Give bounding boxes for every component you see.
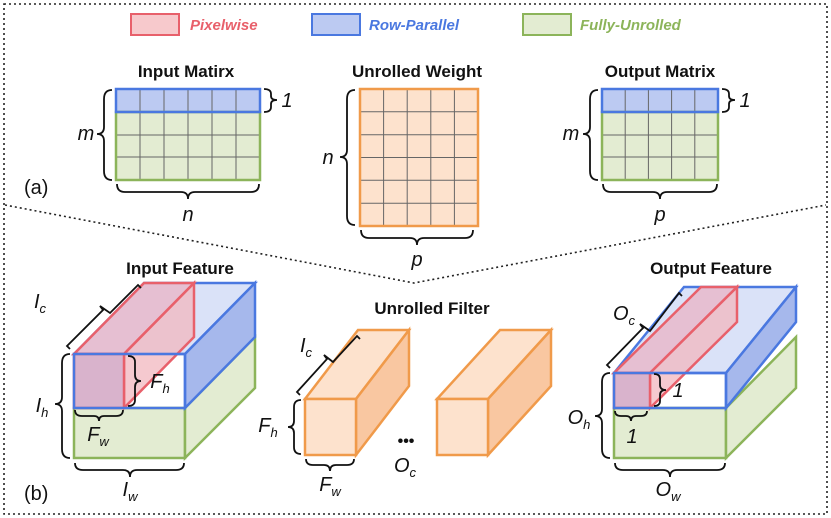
unrolled-filter-ic-brace: [295, 334, 361, 396]
unrolled-weight-rows-brace: [339, 89, 356, 226]
input-feature-fw-label: Fw: [87, 424, 110, 449]
output-matrix-title: Output Matrix: [605, 62, 716, 81]
output-matrix-cols-brace: [602, 183, 718, 200]
output-matrix: Output Matrix m 1 p: [563, 62, 751, 226]
input-matrix-rows-brace: [96, 89, 113, 181]
unrolled-filter-1-front: [303, 397, 358, 457]
output-feature-one-height-brace: [653, 373, 667, 407]
panel-divider: [4, 204, 827, 284]
legend-swatch-row-parallel: [311, 13, 361, 36]
input-matrix: Input Matirx m 1 n: [78, 62, 293, 226]
unrolled-weight-title: Unrolled Weight: [352, 62, 482, 81]
legend-label-pixelwise: Pixelwise: [190, 17, 258, 34]
unrolled-weight-rows-label: n: [322, 147, 333, 169]
output-feature-ow-brace: [614, 462, 726, 478]
input-feature-ic-brace: [65, 283, 142, 350]
panel-b-label: (b): [24, 483, 48, 505]
output-feature-one-height-label: 1: [672, 380, 683, 402]
outer-border: [3, 3, 828, 515]
input-feature-ih-label: Ih: [36, 395, 49, 420]
legend-swatch-fully-unrolled: [522, 13, 572, 36]
input-feature-title: Input Feature: [126, 259, 234, 278]
unrolled-filter-ic-label: Ic: [300, 335, 313, 360]
legend-label-row-parallel: Row-Parallel: [369, 17, 460, 34]
legend-swatch-pixelwise: [130, 13, 180, 36]
input-feature-iw-brace: [74, 462, 185, 478]
input-matrix-grid: [116, 89, 260, 180]
output-matrix-one-label: 1: [739, 90, 750, 112]
unrolled-filter-ellipsis: •••: [398, 433, 415, 450]
unrolled-filter-fh-label: Fh: [258, 415, 277, 440]
unrolled-filter: Unrolled Filter Ic Fh Fw ••• Oc: [258, 299, 554, 499]
output-feature-oc-label: Oc: [613, 303, 636, 328]
output-feature-title: Output Feature: [650, 259, 772, 278]
input-feature-fh-brace: [127, 355, 142, 407]
legend: Pixelwise Row-Parallel Fully-Unrolled: [130, 13, 682, 36]
output-feature-oh-label: Oh: [568, 407, 591, 432]
output-matrix-rows-brace: [582, 89, 599, 181]
output-feature-one-width-label: 1: [626, 426, 637, 448]
input-feature-ih-brace: [54, 353, 71, 459]
legend-label-fully-unrolled: Fully-Unrolled: [580, 17, 682, 34]
output-matrix-rows-label: m: [563, 123, 580, 145]
input-feature-ic-label: Ic: [34, 291, 47, 316]
output-feature-one-width-brace: [614, 410, 648, 422]
input-matrix-rows-label: m: [78, 123, 95, 145]
input-matrix-title: Input Matirx: [138, 62, 235, 81]
output-feature: Output Feature Oh Ow Oc 1 1: [568, 259, 799, 504]
input-matrix-one-brace: [263, 88, 278, 113]
input-feature: Input Feature Ih Iw Ic Fh Fw: [34, 259, 258, 504]
unrolled-filter-oc-label: Oc: [394, 455, 417, 480]
unrolled-filter-2-front: [435, 397, 490, 457]
panel-a-label: (a): [24, 177, 48, 199]
output-matrix-body: [602, 112, 718, 180]
unrolled-filter-fh-brace: [287, 399, 302, 455]
unrolled-weight-cols-brace: [360, 229, 474, 246]
output-matrix-one-brace: [721, 88, 736, 113]
unrolled-filter-fw-label: Fw: [319, 474, 342, 499]
output-feature-ow-label: Ow: [656, 479, 683, 504]
unrolled-filter-fw-brace: [305, 458, 355, 472]
input-matrix-cols-brace: [116, 183, 260, 200]
unrolled-filter-title: Unrolled Filter: [374, 299, 490, 318]
output-feature-oh-brace: [594, 372, 611, 459]
input-matrix-one-label: 1: [281, 90, 292, 112]
input-feature-fw-brace: [74, 409, 124, 422]
output-matrix-row-parallel-row: [602, 89, 718, 112]
unrolled-weight-grid: [360, 89, 478, 226]
input-feature-iw-label: Iw: [123, 479, 140, 504]
input-feature-fh-label: Fh: [150, 371, 169, 396]
unrolled-weight: Unrolled Weight n p: [322, 62, 482, 271]
output-matrix-grid: [602, 89, 718, 180]
output-matrix-cols-label: p: [653, 204, 665, 226]
output-feature-oc-brace: [605, 291, 683, 369]
unrolled-weight-cols-label: p: [410, 249, 422, 271]
input-matrix-cols-label: n: [182, 204, 193, 226]
